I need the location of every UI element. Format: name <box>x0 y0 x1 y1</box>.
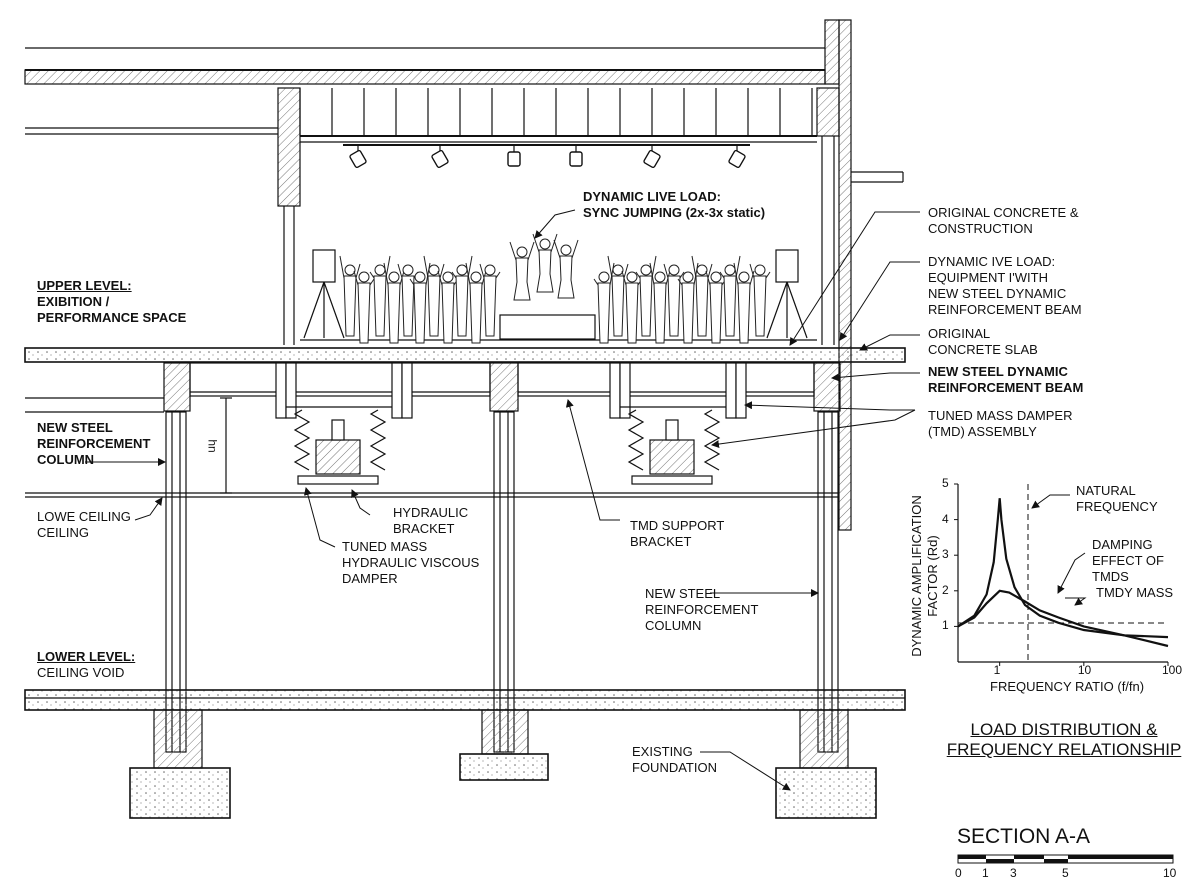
section-title: SECTION A-A <box>957 825 1091 848</box>
performer-figure <box>369 255 391 337</box>
footing-2 <box>459 753 549 781</box>
performer-figure <box>733 262 755 344</box>
roof-slab <box>24 69 826 85</box>
stage-light-icon <box>349 145 367 169</box>
chart-title: LOAD DISTRIBUTION &FREQUENCY RELATIONSHI… <box>946 720 1182 759</box>
right-parapet <box>824 19 840 85</box>
right-exterior-wall <box>838 19 852 531</box>
stage-light-icon <box>507 145 521 167</box>
performer-figure <box>593 262 615 344</box>
performer-figure <box>635 255 657 337</box>
chart-y-tick-label: 5 <box>942 476 949 490</box>
tmd-assembly-left <box>275 362 413 485</box>
performer-figure <box>423 255 445 337</box>
performer-figure <box>397 263 419 337</box>
jumping-figure <box>509 241 535 301</box>
right-interior-wall <box>816 87 840 137</box>
stage-light-icon <box>431 145 449 169</box>
performer-figure <box>353 270 375 344</box>
performer-figure <box>719 255 741 337</box>
performer-figure <box>691 255 713 337</box>
performer-figure <box>705 270 727 344</box>
jumping-figure <box>553 239 579 299</box>
chart-y-tick-label: 2 <box>942 582 949 597</box>
footing-1 <box>129 767 231 819</box>
chart-y-tick-label: 1 <box>942 618 949 633</box>
performer-figure <box>677 262 699 344</box>
chart-x-tick-label: 100 <box>1162 663 1183 677</box>
scale-tick-10: 10 <box>1163 866 1177 880</box>
original-construction-label: ORIGINAL CONCRETE &CONSTRUCTION <box>928 205 1079 236</box>
steel-beam-left <box>189 362 491 397</box>
scale-tick-0: 0 <box>955 866 962 880</box>
performer-figure <box>607 255 629 337</box>
performer-figure <box>479 263 501 337</box>
speaker-right <box>775 249 799 283</box>
scale-tick-1: 1 <box>982 866 989 880</box>
chart-y-tick-label: 4 <box>942 511 949 526</box>
chart-y-tick-label: 3 <box>942 547 949 562</box>
performer-figure <box>749 263 771 337</box>
concrete-slab <box>24 347 906 363</box>
performer-figure <box>663 263 685 337</box>
lower-slab <box>24 689 906 711</box>
steel-beam-right <box>517 362 815 397</box>
scale-bar <box>957 854 1174 864</box>
performer-figure <box>465 262 487 344</box>
jumping-figure <box>532 233 558 293</box>
chart-x-tick-label: 1 <box>993 663 1001 677</box>
upper-level-label: UPPER LEVEL:EXIBITION /PERFORMANCE SPACE <box>37 278 187 325</box>
chart-x-tick-label: 10 <box>1077 663 1092 677</box>
performer-figure <box>437 270 459 344</box>
footing-3 <box>775 767 877 819</box>
dimension-hn-label: hn <box>205 439 220 453</box>
equipment-load-label: DYNAMIC IVE LOAD:EQUIPMENT I'WITH NEW ST… <box>928 254 1082 317</box>
chart-x-axis-label: FREQUENCY RATIO (f/fn) <box>990 679 1145 694</box>
performer-figure <box>339 255 361 337</box>
left-interior-wall <box>277 87 301 207</box>
stage-light-icon <box>569 145 583 167</box>
lower-level-label: LOWER LEVEL:CEILING VOID <box>37 649 136 680</box>
stage-light-icon <box>728 145 746 169</box>
performer-figure <box>621 270 643 344</box>
tmd-assembly-right <box>609 362 747 485</box>
speaker-left <box>312 249 336 283</box>
chart-series-line-2 <box>957 589 1169 648</box>
stage-light-icon <box>643 145 661 169</box>
tmd-assembly-label: TUNED MASS DAMPER(TMD) ASSEMBLY <box>928 408 1073 439</box>
stage-console <box>499 314 596 340</box>
performer-figure <box>451 255 473 337</box>
chart-series-line-1 <box>957 498 1169 639</box>
performer-figure <box>409 262 431 344</box>
scale-tick-5: 5 <box>1062 866 1069 880</box>
dynamic-live-load-label: DYNAMIC LIVE LOAD:SYNC JUMPING (2x-3x st… <box>583 189 766 220</box>
tmdy-mass-label: TMDY MASS <box>1096 585 1174 600</box>
frequency-chart <box>954 483 1169 666</box>
scale-tick-3: 3 <box>1010 866 1017 880</box>
